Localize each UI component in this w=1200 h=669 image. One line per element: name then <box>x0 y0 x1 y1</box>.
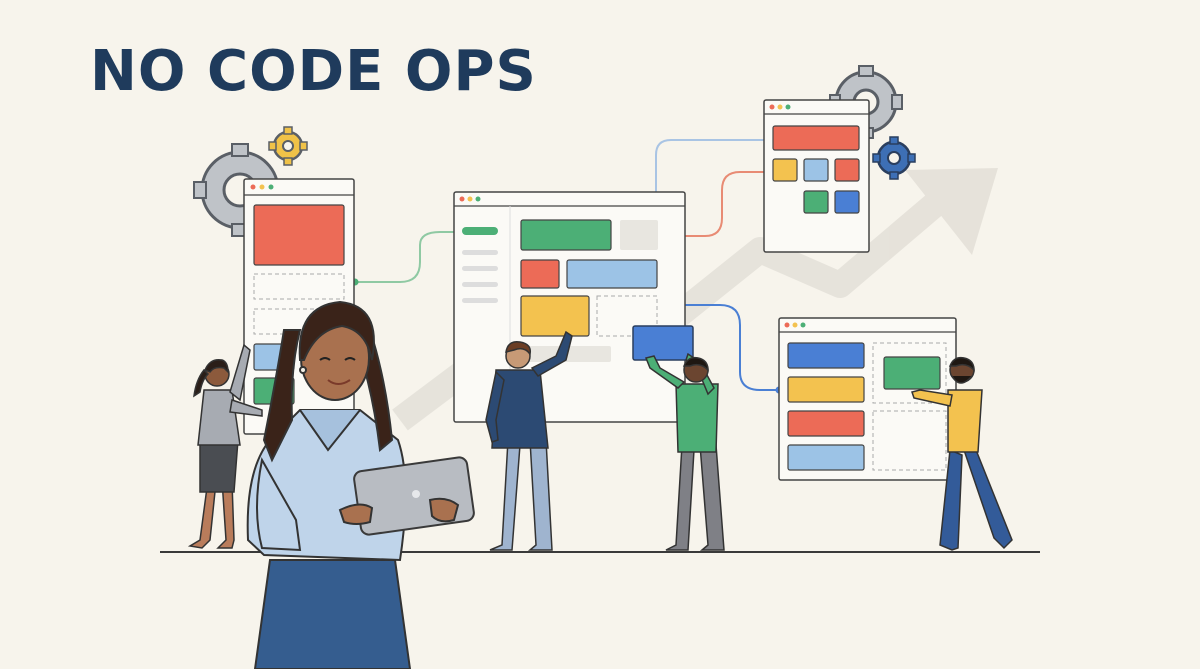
person-center-man <box>485 330 573 551</box>
person-foreground-woman <box>246 300 475 669</box>
window-dots-icon <box>459 196 481 202</box>
window-dots-icon <box>769 104 791 110</box>
window-dots-icon <box>250 184 274 190</box>
gear-icon <box>268 126 308 166</box>
center-app-window <box>453 191 686 423</box>
person-yellow-shirt-man <box>911 356 1013 551</box>
gear-icon <box>872 136 916 180</box>
bottom-right-app-window <box>778 317 957 481</box>
person-green-shirt-man <box>644 352 725 551</box>
page-title: NO CODE OPS <box>90 39 537 104</box>
top-right-app-window <box>763 99 870 253</box>
person-left-woman <box>187 343 263 549</box>
dragged-card <box>632 325 694 361</box>
window-dots-icon <box>784 322 806 328</box>
